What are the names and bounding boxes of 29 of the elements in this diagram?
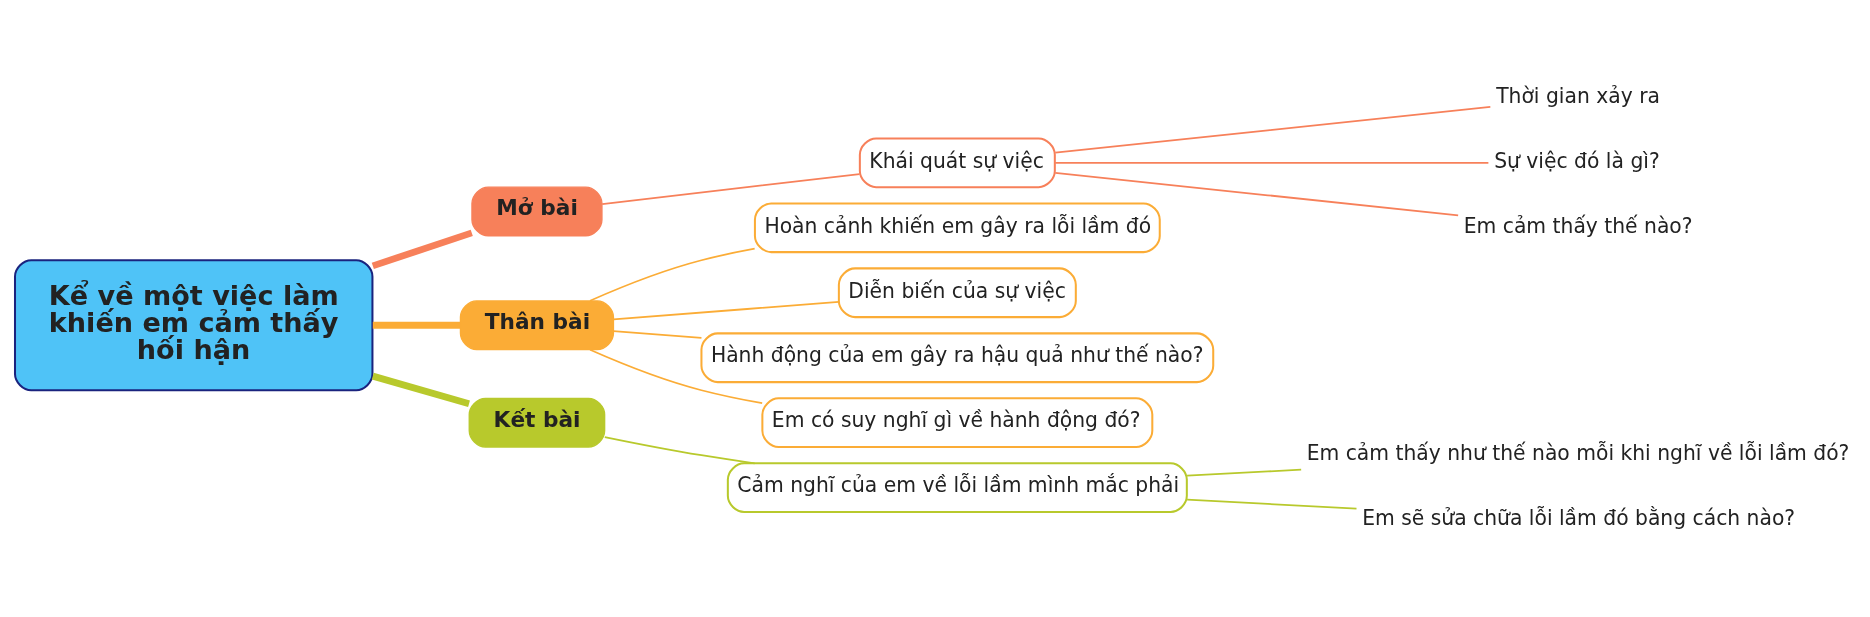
node-text: Em cảm thấy thế nào?: [1463, 213, 1693, 237]
connector: [603, 435, 756, 464]
node-box: Kể về một việc làm khiến em cảm thấy hối hận: [14, 258, 374, 391]
node-box: Thân bài: [459, 299, 615, 350]
node-box: Cảm nghĩ của em về lỗi lầm mình mắc phải: [726, 461, 1188, 513]
node-text: Em sẽ sửa chữa lỗi lầm đó bằng cách nào?: [1362, 505, 1796, 530]
node-text: Thời gian xảy ra: [1496, 83, 1660, 108]
node-box: Hoàn cảnh khiến em gây ra lỗi lầm đó: [753, 201, 1161, 253]
node-text: Em cảm thấy như thế nào mỗi khi nghĩ về lỗi lầm đó?: [1306, 440, 1850, 465]
connector: [589, 247, 756, 302]
connector: [371, 372, 470, 407]
connector: [612, 329, 703, 339]
connector: [1054, 171, 1460, 216]
connector: [1186, 468, 1303, 477]
node-text: Sự việc đó là gì?: [1494, 148, 1660, 173]
connector: [589, 348, 764, 404]
connector: [1054, 105, 1492, 153]
connector: [1054, 161, 1490, 164]
node-box: Kết bài: [468, 397, 606, 448]
node-box: Diễn biến của sự việc: [837, 266, 1077, 318]
connector: [371, 229, 473, 269]
node-box: Khái quát sự việc: [858, 136, 1056, 188]
connector: [1186, 498, 1358, 509]
node-box: Hành động của em gây ra hậu quả như thế nào?: [700, 331, 1215, 383]
connector: [601, 172, 861, 205]
connector: [612, 300, 840, 320]
connector: [372, 321, 461, 329]
node-box: Em có suy nghĩ gì về hành động đó?: [761, 396, 1154, 448]
node-box: Mở bài: [471, 185, 603, 237]
